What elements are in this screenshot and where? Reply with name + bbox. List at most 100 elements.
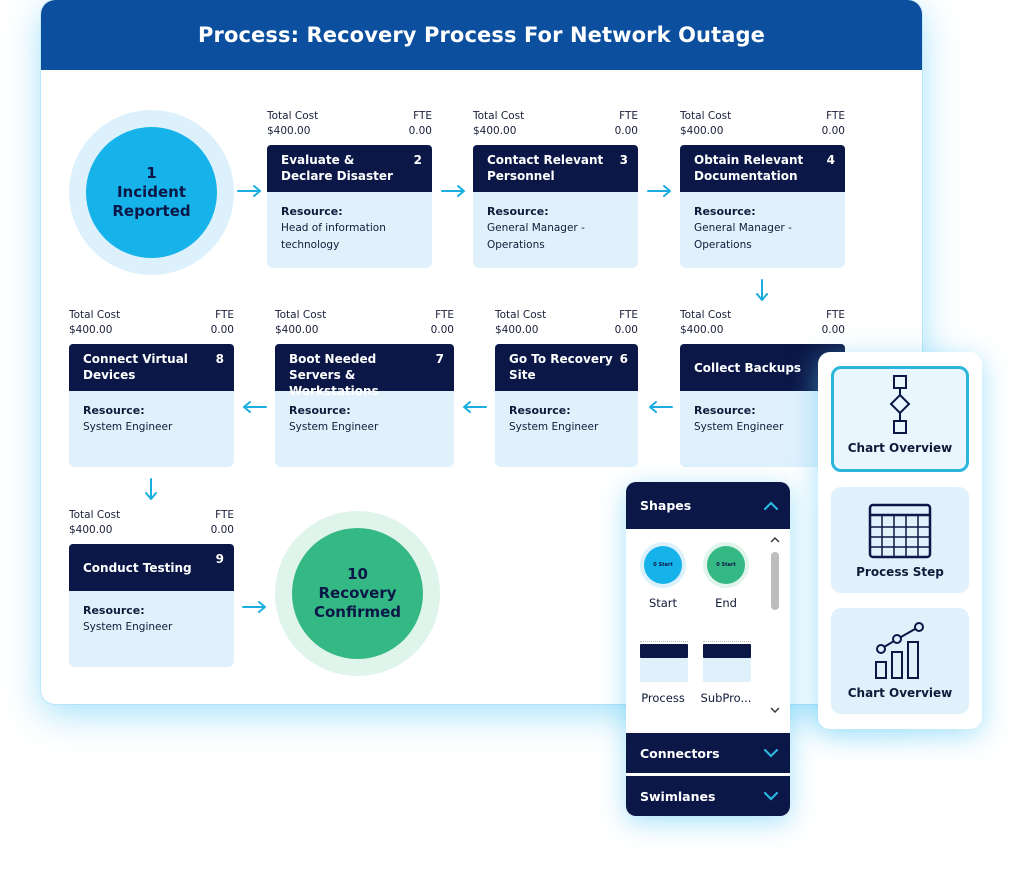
step-title: Obtain Relevant Documentation (694, 153, 804, 183)
fte-value: 0.00 (821, 125, 845, 137)
step-body: Resource: General Manager - Operations (473, 192, 638, 268)
page-title: Process: Recovery Process For Network Ou… (198, 23, 765, 47)
step-number: 7 (435, 352, 444, 366)
step-number: 4 (826, 153, 835, 167)
resource-label: Resource: (694, 404, 756, 417)
start-shape[interactable]: 0 Start (640, 542, 686, 588)
fte-value: 0.00 (210, 524, 234, 536)
resource-value: System Engineer (83, 421, 173, 433)
mini-end-text: 0 Start (716, 561, 736, 568)
step-body: Resource: System Engineer (680, 391, 845, 467)
process-shape-label: Process (641, 691, 685, 705)
step-body: Resource: System Engineer (495, 391, 638, 467)
resource-value: Head of information technology (281, 222, 386, 251)
subprocess-shape[interactable] (703, 636, 751, 684)
resource-value: General Manager - Operations (694, 222, 792, 251)
shapes-section-header[interactable]: Shapes (626, 482, 790, 529)
fte-value: 0.00 (821, 324, 845, 336)
connector-arrow-left (649, 401, 673, 413)
start-event-node[interactable]: 1 Incident Reported (69, 110, 234, 275)
fte-label: FTE (215, 309, 234, 321)
flowchart-icon (889, 375, 911, 434)
step-header: Evaluate & Declare Disaster 2 (267, 145, 432, 192)
connector-arrow-down (145, 478, 157, 500)
tile-label: Chart Overview (847, 686, 953, 700)
step-title: Go To Recovery Site (509, 352, 613, 382)
cost-value: $400.00 (680, 125, 724, 137)
step-header: Collect Backups (680, 344, 845, 391)
process-step-tile[interactable]: Process Step (831, 487, 969, 593)
connector-arrow-left (463, 401, 487, 413)
process-shape[interactable] (640, 636, 688, 684)
connector-arrow-right (441, 185, 465, 197)
cost-label: Total Cost (680, 309, 732, 321)
resource-value: System Engineer (509, 421, 599, 433)
step-header: Obtain Relevant Documentation 4 (680, 145, 845, 192)
step-body: Resource: General Manager - Operations (680, 192, 845, 268)
step-number: 8 (215, 352, 224, 366)
connector-arrow-right (237, 185, 261, 197)
cost-label: Total Cost (275, 309, 327, 321)
step-title: Conduct Testing (83, 560, 192, 575)
step-number: 2 (413, 153, 422, 167)
shapes-title: Shapes (640, 498, 692, 513)
resource-label: Resource: (694, 205, 756, 218)
resource-label: Resource: (289, 404, 351, 417)
subprocess-shape-label: SubPro... (700, 691, 752, 705)
step-title: Connect Virtual Devices (83, 352, 188, 382)
cost-value: $400.00 (69, 324, 113, 336)
chart-header: Process: Recovery Process For Network Ou… (41, 0, 922, 70)
cost-label: Total Cost (495, 309, 547, 321)
step-title: Evaluate & Declare Disaster (281, 153, 393, 183)
resource-value: System Engineer (289, 421, 379, 433)
fte-label: FTE (435, 309, 454, 321)
step-number: 3 (619, 153, 628, 167)
fte-label: FTE (413, 110, 432, 122)
resource-label: Resource: (487, 205, 549, 218)
resource-value: System Engineer (83, 621, 173, 633)
fte-value: 0.00 (210, 324, 234, 336)
end-event-label-1: Recovery (318, 584, 397, 602)
chart-overview-tile[interactable]: Chart Overview (831, 608, 969, 714)
swimlanes-section-header[interactable]: Swimlanes (626, 776, 790, 816)
resource-value: General Manager - Operations (487, 222, 585, 251)
shapes-scrollbar[interactable] (769, 536, 781, 716)
fte-value: 0.00 (430, 324, 454, 336)
step-title: Boot Needed Servers & Workstations (289, 352, 379, 398)
resource-label: Resource: (509, 404, 571, 417)
chart-overview-tile[interactable]: Chart Overview (831, 366, 969, 472)
swimlanes-title: Swimlanes (640, 788, 716, 804)
cost-label: Total Cost (473, 110, 525, 122)
cost-value: $400.00 (495, 324, 539, 336)
fte-label: FTE (215, 509, 234, 521)
table-grid-icon (868, 503, 932, 559)
shapes-panel: Shapes 0 Start 0 Start Start End Proce (626, 482, 790, 816)
resource-label: Resource: (83, 404, 145, 417)
resource-label: Resource: (83, 604, 145, 617)
cost-value: $400.00 (267, 125, 311, 137)
cost-label: Total Cost (69, 509, 121, 521)
step-header: Connect Virtual Devices 8 (69, 344, 234, 391)
start-event-label-1: Incident (116, 183, 187, 201)
view-panel: Chart Overview Process Step (818, 352, 982, 729)
end-event-node[interactable]: 10 Recovery Confirmed (275, 511, 440, 676)
step-title: Contact Relevant Personnel (487, 153, 604, 183)
cost-value: $400.00 (680, 324, 724, 336)
connectors-title: Connectors (640, 745, 720, 761)
resource-value: System Engineer (694, 421, 784, 433)
step-body: Resource: System Engineer (69, 591, 234, 667)
end-shape[interactable]: 0 Start (703, 542, 749, 588)
cost-value: $400.00 (473, 125, 517, 137)
connectors-section-header[interactable]: Connectors (626, 733, 790, 773)
